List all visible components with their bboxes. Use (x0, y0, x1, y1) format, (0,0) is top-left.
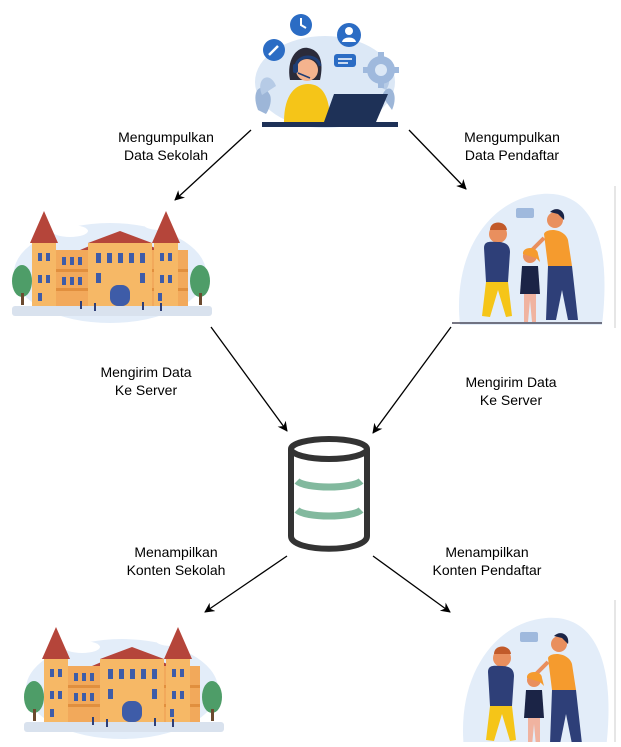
arrow-admin-to-school (174, 129, 252, 201)
arrow-school-to-database (210, 326, 288, 432)
edge-label-collect-school: Mengumpulkan Data Sekolah (118, 129, 214, 163)
family-applicant-top (452, 193, 605, 325)
arrow-database-to-applicant (372, 555, 451, 613)
edge-label-display-school: Menampilkan Konten Sekolah (126, 544, 226, 578)
school-building-top (12, 211, 212, 323)
arrow-database-to-school (204, 555, 288, 613)
database-cylinder-icon (288, 436, 370, 552)
admin-operator-icon (255, 14, 399, 128)
edge-label-display-applicant: Menampilkan Konten Pendaftar (432, 544, 542, 578)
edge-label-send-applicant: Mengirim Data Ke Server (465, 374, 557, 408)
edge-label-send-school: Mengirim Data Ke Server (100, 364, 192, 398)
arrow-applicant-to-database (372, 326, 452, 434)
school-building-bottom (24, 627, 224, 739)
arrow-admin-to-applicant (408, 129, 467, 190)
family-applicant-bottom (454, 615, 611, 747)
edge-label-collect-applicant: Mengumpulkan Data Pendaftar (464, 129, 560, 163)
